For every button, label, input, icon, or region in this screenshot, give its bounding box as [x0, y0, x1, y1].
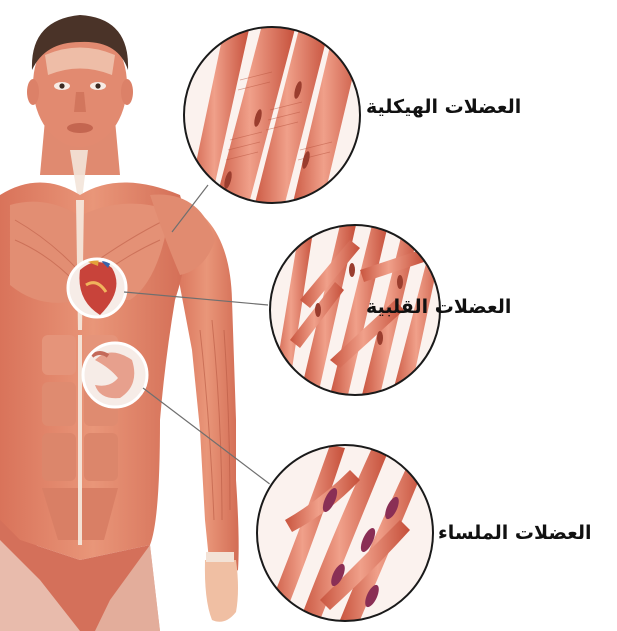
label-cardiac-muscle: العضلات القلبية [366, 296, 511, 318]
label-skeletal-muscle: العضلات الهيكلية [366, 96, 521, 118]
right-hand [205, 560, 238, 622]
head [27, 15, 133, 147]
skeletal-muscle-zoom [180, 25, 370, 215]
smooth-muscle-zoom [255, 443, 435, 623]
stomach-inset [83, 343, 147, 407]
label-smooth-muscle: العضلات الملساء [438, 522, 592, 544]
